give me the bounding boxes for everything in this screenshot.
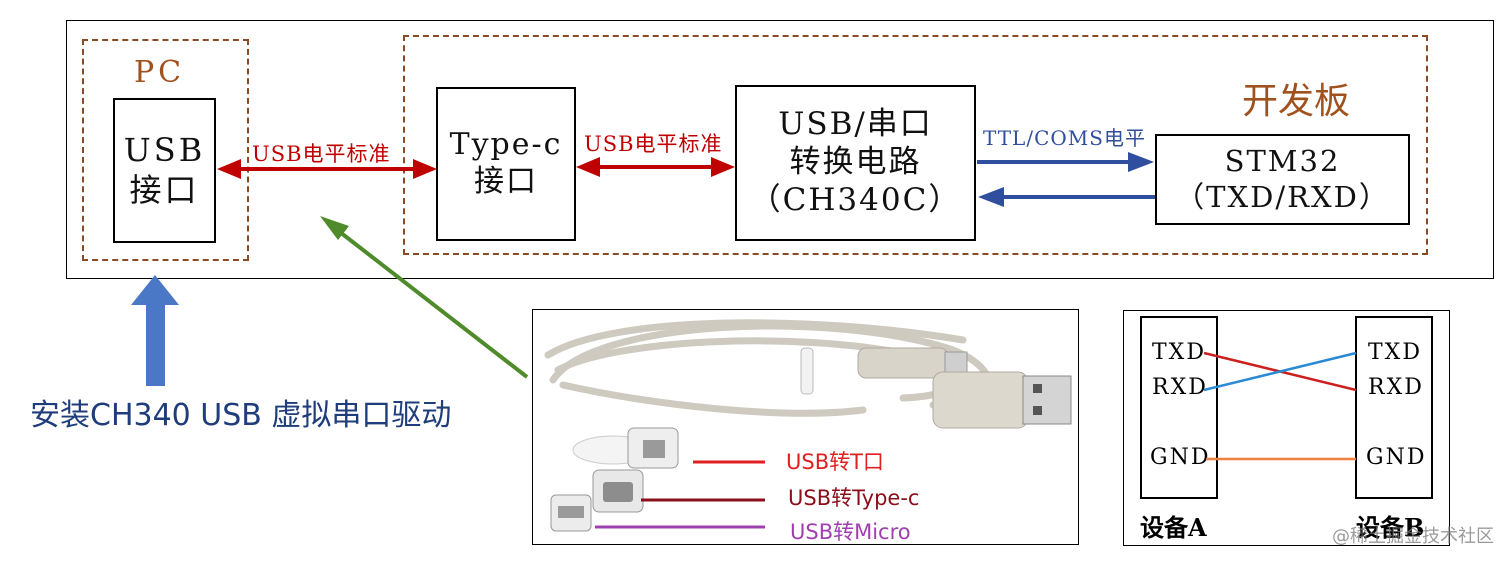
system-frame — [66, 20, 1494, 279]
adapter-label-t: USB转T口 — [786, 450, 884, 474]
board-region — [403, 35, 1428, 255]
device-a-pin-rxd: RXD — [1152, 375, 1208, 400]
driver-up-arrow — [131, 275, 179, 386]
device-a-box — [1140, 316, 1218, 499]
converter-line-1: USB/串口 — [778, 106, 933, 143]
device-b-pin-rxd: RXD — [1368, 375, 1424, 400]
pc-title: PC — [134, 55, 186, 90]
board-title: 开发板 — [1242, 81, 1351, 122]
adapter-label-typec: USB转Type-c — [788, 486, 920, 510]
adapter-heads — [543, 420, 743, 540]
device-b-pin-txd: TXD — [1368, 340, 1422, 365]
device-a-pin-txd: TXD — [1152, 340, 1206, 365]
device-a-caption: 设备A — [1140, 513, 1207, 542]
device-b-caption: 设备B — [1356, 513, 1425, 542]
usb-cable-photo — [532, 309, 1079, 545]
usb-serial-converter-box: USB/串口 转换电路 （CH340C） — [735, 85, 976, 241]
cable-illustration — [533, 310, 1078, 544]
mini-usb-plug — [857, 347, 968, 379]
typec-port-box: Type-c 接口 — [436, 87, 576, 241]
device-a-pin-gnd: GND — [1150, 445, 1211, 470]
usb-port-line-1: USB — [123, 131, 206, 170]
watermark: @稀土掘金技术社区 — [1332, 526, 1494, 547]
link-label-typec-converter: USB电平标准 — [584, 132, 723, 156]
converter-line-2: 转换电路 — [789, 144, 922, 181]
twist-tie — [800, 347, 814, 395]
device-b-box — [1355, 316, 1433, 499]
cable-pointer-arrow — [320, 216, 529, 379]
converter-to-stm32-arrow — [977, 152, 1154, 172]
usb-port-line-2: 接口 — [129, 170, 200, 209]
typec-port-line-1: Type-c — [449, 127, 563, 163]
link-label-converter-stm32: TTL/COMS电平 — [983, 126, 1146, 150]
usb-port-box: USB 接口 — [113, 98, 216, 243]
driver-install-note: 安装CH340 USB 虚拟串口驱动 — [30, 398, 452, 433]
typec-converter-double-arrow — [576, 157, 735, 177]
stm32-line-2: （TXD/RXD） — [1175, 179, 1390, 214]
pc-typec-double-arrow — [217, 159, 437, 179]
adapter-label-micro: USB转Micro — [790, 520, 911, 544]
stm32-box: STM32 （TXD/RXD） — [1155, 134, 1410, 225]
converter-line-3: （CH340C） — [749, 181, 962, 218]
wire-rxd-to-txd — [1203, 351, 1357, 392]
stm32-to-converter-arrow — [978, 187, 1155, 207]
link-label-pc-typec: USB电平标准 — [252, 142, 391, 166]
typec-port-line-2: 接口 — [474, 164, 538, 199]
stm32-line-1: STM32 — [1224, 144, 1341, 179]
pc-region — [82, 39, 249, 261]
uart-wiring-panel — [1123, 310, 1450, 546]
device-b-pin-gnd: GND — [1366, 445, 1427, 470]
usb-a-plug — [932, 371, 1072, 429]
